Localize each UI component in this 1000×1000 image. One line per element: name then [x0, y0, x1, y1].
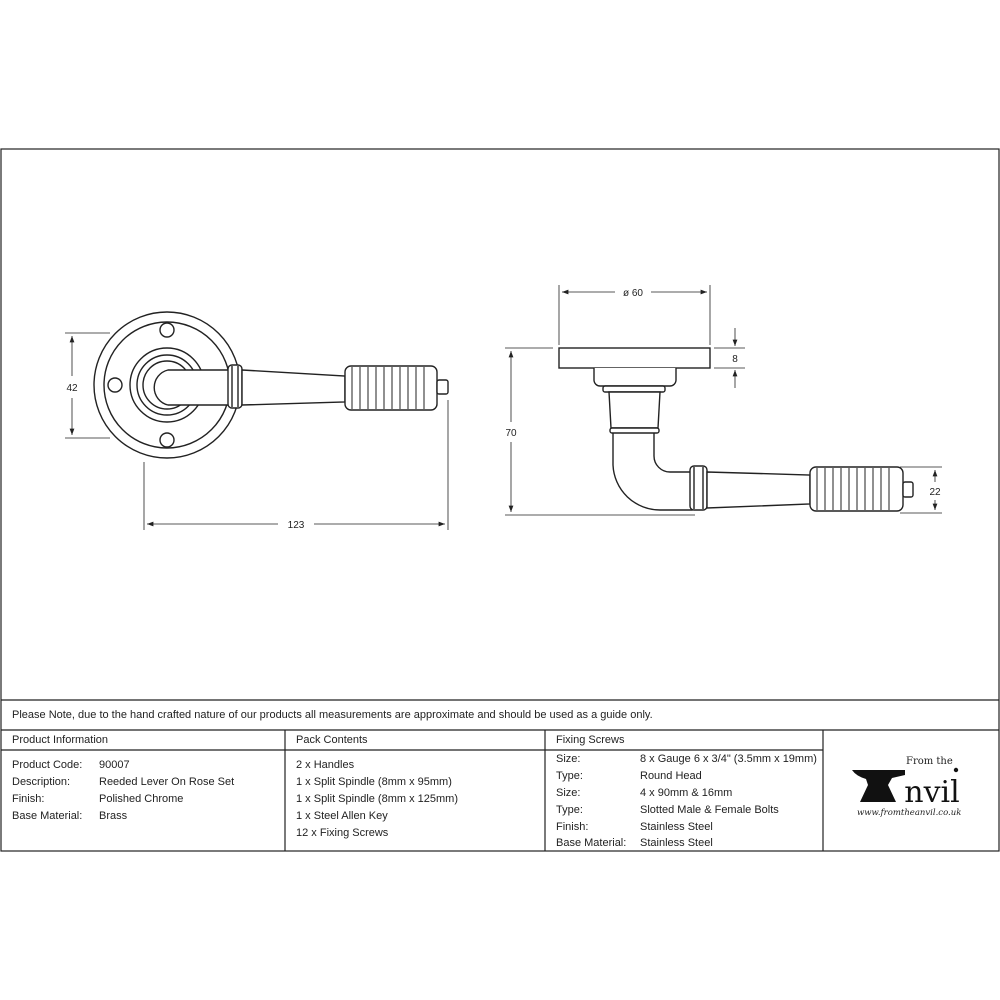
label: Type: — [556, 770, 583, 782]
projection-dimension-label: 70 — [505, 428, 517, 439]
value: 8 x Gauge 6 x 3/4" (3.5mm x 19mm) — [640, 753, 817, 765]
label: Base Material: — [556, 837, 627, 849]
logo-tagline: From the — [906, 756, 953, 767]
front-view — [93, 311, 449, 459]
anvil-logo-icon — [852, 767, 959, 802]
list-item: 1 x Split Spindle (8mm x 95mm) — [296, 776, 452, 788]
list-item: 1 x Split Spindle (8mm x 125mm) — [296, 793, 458, 805]
pack-contents-heading: Pack Contents — [296, 734, 368, 746]
diameter-dimension-label: ø 60 — [623, 288, 643, 299]
grip-height-label: 22 — [929, 487, 941, 498]
list-item: 1 x Steel Allen Key — [296, 810, 388, 822]
side-view — [558, 347, 914, 512]
base-material-value: Brass — [99, 810, 128, 822]
value: Slotted Male & Female Bolts — [640, 804, 779, 816]
value: Round Head — [640, 770, 702, 782]
length-dimension-label: 123 — [288, 520, 305, 531]
height-dimension-label: 42 — [66, 383, 78, 394]
sheet-border — [0, 148, 1000, 852]
rose-thickness-label: 8 — [732, 354, 738, 365]
list-item: 2 x Handles — [296, 759, 355, 771]
label: Size: — [556, 787, 581, 799]
label: Finish: — [12, 793, 45, 805]
label: Type: — [556, 804, 583, 816]
finish-value: Polished Chrome — [99, 793, 184, 805]
value: Stainless Steel — [640, 821, 713, 833]
measurement-note: Please Note, due to the hand crafted nat… — [12, 709, 653, 721]
description-value: Reeded Lever On Rose Set — [99, 776, 235, 788]
label: Base Material: — [12, 810, 83, 822]
value: Stainless Steel — [640, 837, 713, 849]
product-code-value: 90007 — [99, 759, 130, 771]
label: Description: — [12, 776, 71, 788]
front-view-dimensions — [65, 332, 449, 530]
fixing-screws-heading: Fixing Screws — [556, 734, 625, 746]
logo-url: www.fromtheanvil.co.uk — [857, 808, 962, 818]
list-item: 12 x Fixing Screws — [296, 827, 389, 839]
product-information-heading: Product Information — [12, 734, 108, 746]
value: 4 x 90mm & 16mm — [640, 787, 733, 799]
logo-wordmark: nvil — [904, 775, 959, 810]
label: Finish: — [556, 821, 589, 833]
label: Product Code: — [12, 759, 83, 771]
label: Size: — [556, 753, 581, 765]
side-view-dimensions — [505, 285, 942, 516]
